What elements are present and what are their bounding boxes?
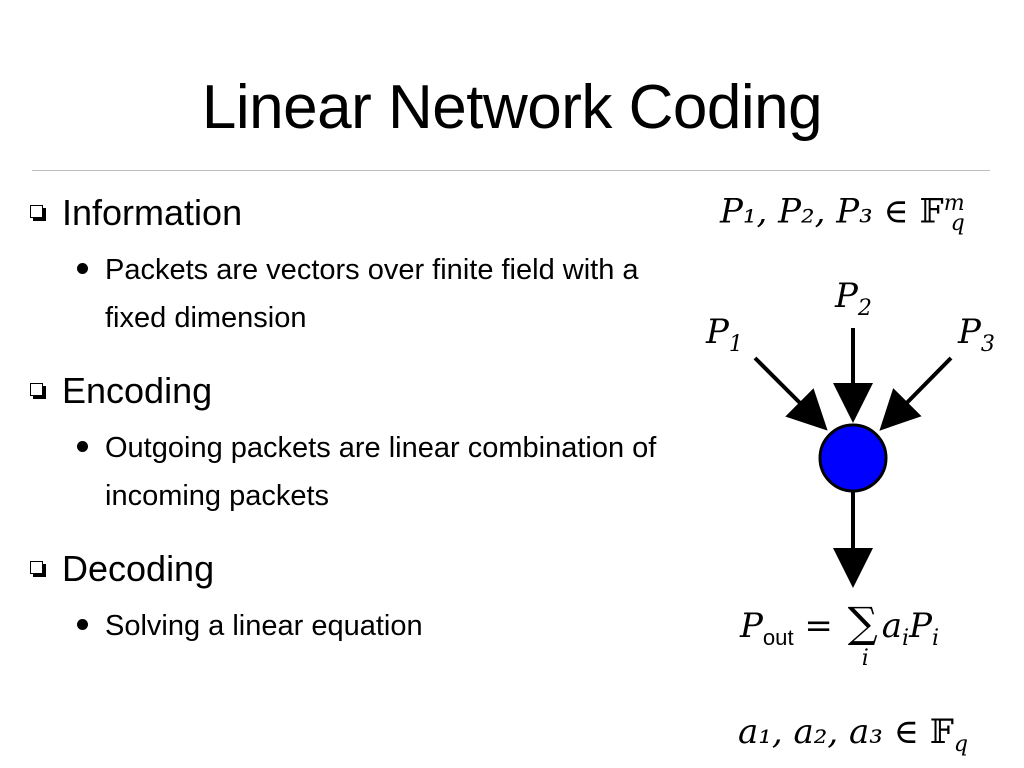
bullet-heading: Information [30, 188, 690, 238]
input-label-p3: P3 [958, 312, 995, 357]
coefficient-field-equation: a₁, a₂, a₃ ∈ 𝔽q [738, 712, 968, 757]
hollow-square-bullet-icon [30, 560, 47, 578]
round-bullet-icon [77, 441, 88, 452]
coding-node [818, 423, 888, 493]
sub-bullet: Outgoing packets are linear combination … [30, 424, 690, 520]
packet-vars: P₁, P₂, P₃ ∈ [720, 191, 920, 232]
sub-bullet-text: Packets are vectors over finite field wi… [105, 254, 639, 334]
hollow-square-bullet-icon [30, 382, 47, 400]
bullet-list: Information Packets are vectors over fin… [30, 188, 690, 674]
sub-bullet-text: Outgoing packets are linear combination … [105, 432, 657, 512]
coefficient-vars: a₁, a₂, a₃ ∈ [738, 712, 930, 752]
round-bullet-icon [77, 619, 88, 630]
title-divider [32, 170, 990, 171]
bullet-heading-label: Information [62, 192, 243, 233]
round-bullet-icon [77, 263, 88, 274]
sub-bullet: Packets are vectors over finite field wi… [30, 246, 690, 342]
field-subscript: q [953, 730, 969, 757]
sub-bullet-text: Solving a linear equation [105, 610, 423, 642]
section-decoding: Decoding Solving a linear equation [30, 544, 690, 650]
bullet-heading: Decoding [30, 544, 690, 594]
network-coding-node-diagram [753, 328, 953, 588]
arrow-from-p3 [879, 356, 953, 431]
slide-title: Linear Network Coding [201, 73, 823, 142]
field-exponent: m [943, 190, 965, 216]
field-subscript: q [950, 210, 965, 237]
field-symbol: 𝔽 [919, 191, 944, 232]
bullet-heading-label: Decoding [62, 548, 215, 589]
section-information: Information Packets are vectors over fin… [30, 188, 690, 342]
arrow-from-p1 [753, 356, 828, 431]
section-encoding: Encoding Outgoing packets are linear com… [30, 366, 690, 520]
sub-bullet: Solving a linear equation [30, 602, 690, 650]
input-label-p2: P2 [835, 276, 872, 321]
summation-symbol: ∑i [847, 598, 878, 671]
packet-field-equation: P₁, P₂, P₃ ∈ 𝔽mq [720, 190, 965, 236]
input-label-p1: P1 [706, 312, 743, 357]
hollow-square-bullet-icon [30, 204, 47, 222]
field-symbol: 𝔽 [929, 712, 954, 752]
bullet-heading: Encoding [30, 366, 690, 416]
bullet-heading-label: Encoding [62, 370, 213, 411]
